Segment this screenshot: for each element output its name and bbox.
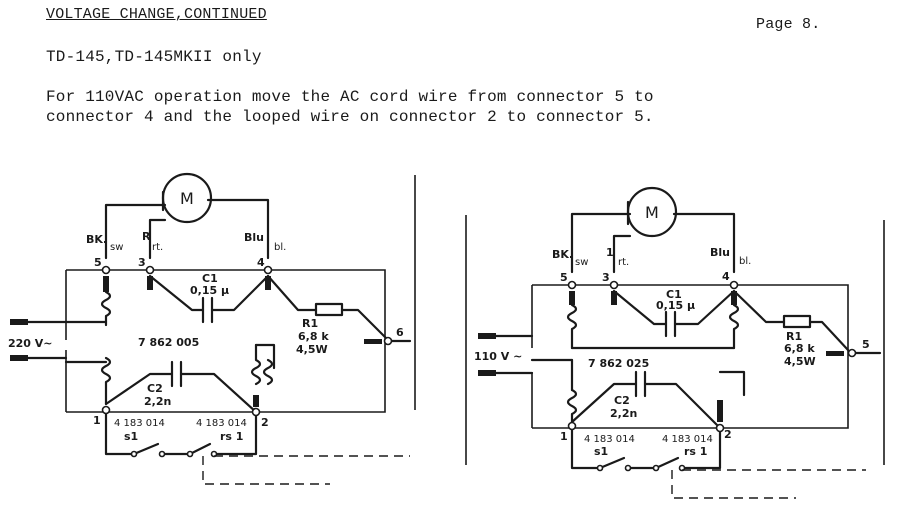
right-switch-2-label: rs 1 (684, 445, 707, 458)
right-terminal-1-label: 1 (560, 430, 568, 443)
page-number: Page 8. (756, 16, 821, 33)
left-terminal-2-label: 2 (261, 416, 269, 429)
right-frame (465, 215, 885, 465)
right-c2-value: 2,2n (610, 407, 637, 420)
right-c1-label: C1 (666, 288, 682, 301)
right-voltage-label: 110 V ~ (474, 350, 522, 363)
left-label-r: R (142, 230, 151, 243)
left-resistor-r1: R1 6,8 k 4,5W (266, 274, 388, 356)
left-frame (65, 175, 416, 413)
right-motor-label: M (645, 203, 659, 222)
left-terminal-5 (101, 265, 111, 275)
right-terminal-5-label: 5 (560, 271, 568, 284)
left-label-bk: BK. (86, 233, 107, 246)
left-r1-label: R1 (302, 317, 318, 330)
right-motor: M (570, 186, 736, 274)
right-label-rt: rt. (618, 257, 629, 268)
left-terminal-3 (145, 265, 155, 275)
right-wiring-diagram: M BK. sw 1 rt. Blu bl. 5 3 4 C1 (465, 186, 885, 499)
left-terminal-6 (383, 336, 393, 346)
left-r1-value: 6,8 k (298, 330, 329, 343)
left-mains-cord: 220 V~ (8, 319, 108, 361)
right-c2-label: C2 (614, 394, 630, 407)
right-terminal-6-label: 5 (862, 338, 870, 351)
right-label-r: 1 (606, 246, 614, 259)
left-switches: 4 183 014 s1 4 183 014 rs 1 (104, 412, 410, 485)
left-terminal-6-label: 6 (396, 326, 404, 339)
right-label-bk: BK. (552, 248, 573, 261)
model-applicability: TD-145,TD-145MKII only (46, 48, 262, 66)
right-switches: 4 183 014 s1 4 183 014 rs 1 (570, 428, 866, 499)
right-capacitor-c1: C1 0,15 μ (612, 288, 736, 338)
left-wiring-diagram: M BK. sw R rt. Blu bl. 5 3 4 C1 0,1 (8, 172, 416, 485)
right-resistor-r1: R1 6,8 k 4,5W (732, 289, 850, 368)
left-c2-value: 2,2n (144, 395, 171, 408)
left-label-bl: bl. (274, 242, 286, 253)
right-terminal-3 (609, 280, 619, 290)
right-switch-2-part: 4 183 014 (662, 434, 713, 445)
left-capacitor-c2: C2 2,2n (104, 360, 258, 414)
left-r1-power: 4,5W (296, 343, 328, 356)
right-terminal-1 (567, 421, 577, 431)
left-terminal-3-label: 3 (138, 256, 146, 269)
left-terminal-1 (101, 405, 111, 415)
right-terminal-6 (847, 348, 857, 358)
left-motor: M (104, 172, 270, 260)
section-heading: VOLTAGE CHANGE,CONTINUED (46, 6, 267, 23)
right-terminal-4-label: 4 (722, 270, 730, 283)
right-capacitor-c2: C2 2,2n (570, 370, 722, 430)
right-r1-label: R1 (786, 330, 802, 343)
left-switch-2-label: rs 1 (220, 430, 243, 443)
right-r1-value: 6,8 k (784, 342, 815, 355)
left-motor-label: M (180, 189, 194, 208)
left-c2-label: C2 (147, 382, 163, 395)
left-switch-1-label: s1 (124, 430, 138, 443)
left-terminal-4-label: 4 (257, 256, 265, 269)
right-terminal-5 (567, 280, 577, 290)
left-switch-1-part: 4 183 014 (114, 418, 165, 429)
left-capacitor-c1: C1 0,15 μ (148, 272, 270, 324)
right-terminal-2 (715, 423, 725, 433)
left-part-number: 7 862 005 (138, 336, 199, 349)
instruction-line-2: connector 4 and the looped wire on conne… (46, 108, 654, 126)
left-voltage-label: 220 V~ (8, 337, 53, 350)
right-c1-value: 0,15 μ (656, 299, 695, 312)
left-terminal-2 (251, 407, 261, 417)
right-label-bl: bl. (739, 256, 751, 267)
right-label-blu: Blu (710, 246, 730, 259)
left-terminal-5-label: 5 (94, 256, 102, 269)
instruction-line-1: For 110VAC operation move the AC cord wi… (46, 88, 654, 106)
right-terminal-4 (729, 280, 739, 290)
right-label-sw: sw (575, 257, 588, 268)
right-mains-cord: 110 V ~ (474, 333, 534, 376)
right-terminal-3-label: 3 (602, 271, 610, 284)
left-c1-value: 0,15 μ (190, 284, 229, 297)
right-switch-1-part: 4 183 014 (584, 434, 635, 445)
left-label-sw: sw (110, 242, 123, 253)
right-terminal-2-label: 2 (724, 428, 732, 441)
left-c1-label: C1 (202, 272, 218, 285)
left-label-blu: Blu (244, 231, 264, 244)
right-r1-power: 4,5W (784, 355, 816, 368)
left-terminal-4 (263, 265, 273, 275)
left-switch-2-part: 4 183 014 (196, 418, 247, 429)
left-label-rt: rt. (152, 242, 163, 253)
right-part-number: 7 862 025 (588, 357, 649, 370)
right-switch-1-label: s1 (594, 445, 608, 458)
left-terminal-1-label: 1 (93, 414, 101, 427)
